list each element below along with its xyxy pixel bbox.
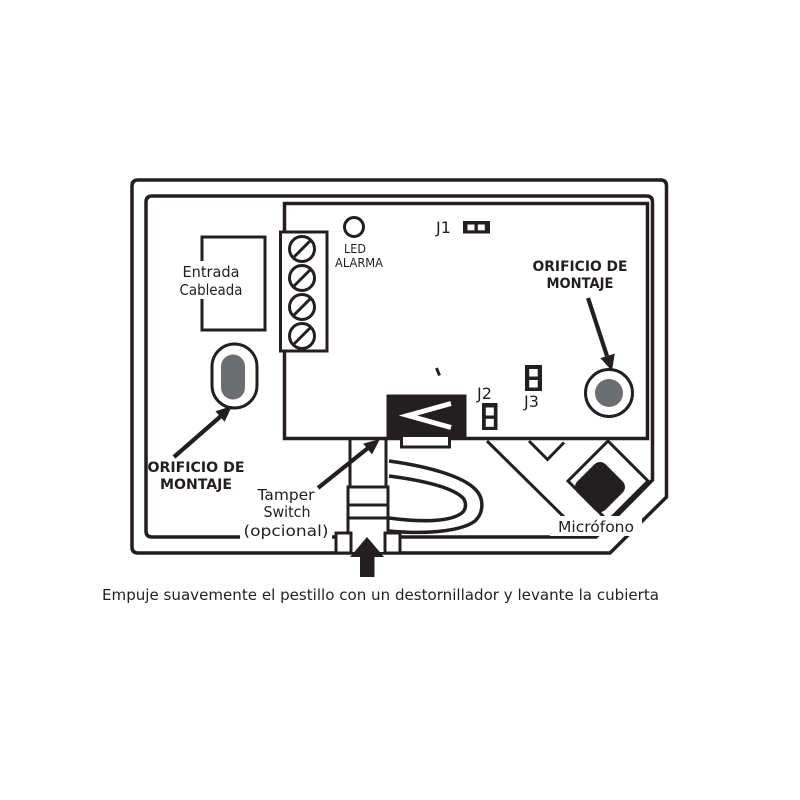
push-up-arrow: [350, 537, 384, 577]
mount-right-arrow: [586, 297, 615, 371]
terminal-screw-4: [288, 322, 316, 350]
terminal-screw-1: [288, 235, 316, 263]
latch-stack: [346, 485, 390, 535]
mount-right-label-line2: MONTAJE: [547, 276, 614, 292]
mount-left-label-line1: ORIFICIO DE: [148, 460, 245, 476]
tamper-arrow: [316, 439, 380, 490]
mic-chamber-notch: [527, 439, 566, 462]
terminal-screw-2: [288, 264, 316, 292]
microfono-label: Micrófono: [558, 518, 634, 536]
j1-label: J1: [435, 218, 451, 237]
mic-chamber-left-wall: [485, 439, 568, 521]
latch-bracket-right: [383, 531, 402, 555]
housing: [130, 178, 669, 555]
latch-bracket-left: [334, 531, 353, 555]
alarm-led: [343, 216, 365, 238]
entrada-label-line1: Entrada: [183, 263, 240, 281]
latch-assembly: [334, 440, 484, 577]
terminal-block: [279, 230, 329, 353]
mounting-hole-right: [584, 368, 634, 418]
housing-inner-wall: [144, 194, 655, 539]
j3-label: J3: [523, 392, 539, 411]
tamper-switch-component: [386, 394, 467, 449]
mount-right-label-line1: ORIFICIO DE: [533, 259, 628, 275]
j2-label: J2: [476, 384, 492, 403]
entrada-label-line2: Cableada: [180, 281, 243, 299]
jumper-j3: [525, 365, 542, 391]
tamper-label-line2: Switch: [264, 503, 311, 521]
housing-outer-wall: [130, 178, 669, 555]
latch-spring-outer: [388, 459, 484, 535]
jumper-j2: [482, 403, 498, 430]
tamper-label-line3: (opcional): [244, 522, 329, 540]
latch-spring-inner: [388, 474, 468, 523]
led-label-line2: ALARMA: [335, 256, 384, 270]
mounting-hole-left: [210, 342, 259, 410]
led-label-line1: LED: [344, 242, 366, 256]
caption-text: Empuje suavemente el pestillo con un des…: [102, 586, 659, 604]
terminal-screw-3: [288, 293, 316, 321]
mount-left-arrow: [172, 406, 232, 459]
mount-left-label-line2: MONTAJE: [160, 477, 232, 493]
pcb-small-mark: [435, 367, 441, 377]
tamper-switch-chevron: [398, 401, 452, 430]
tamper-label-line1: Tamper: [256, 486, 315, 504]
microphone-component: [575, 462, 625, 512]
jumper-j1: [463, 221, 490, 234]
tamper-switch-body: [386, 394, 467, 437]
